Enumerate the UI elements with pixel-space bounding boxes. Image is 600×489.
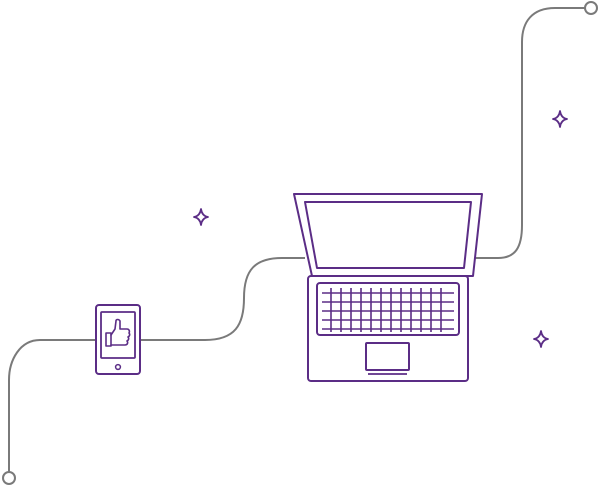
- laptop-icon: [293, 193, 483, 382]
- thumbs-up-icon: [105, 318, 131, 347]
- sparkle-icon: [193, 208, 209, 226]
- keyboard-grid: [322, 288, 454, 332]
- laptop-keyboard: [316, 282, 460, 336]
- sparkle-icon: [552, 110, 568, 128]
- phone-icon: [95, 304, 141, 375]
- laptop-trackpad: [365, 342, 410, 371]
- laptop-screen: [304, 201, 472, 269]
- sparkle-icon: [533, 330, 549, 348]
- cable-end-bottom-left-icon: [2, 471, 16, 485]
- cable-phone-to-laptop: [140, 257, 305, 341]
- cable-laptop-to-top-right: [472, 7, 585, 259]
- cable-bottom-left: [8, 339, 96, 474]
- cable-end-top-right-icon: [584, 1, 598, 15]
